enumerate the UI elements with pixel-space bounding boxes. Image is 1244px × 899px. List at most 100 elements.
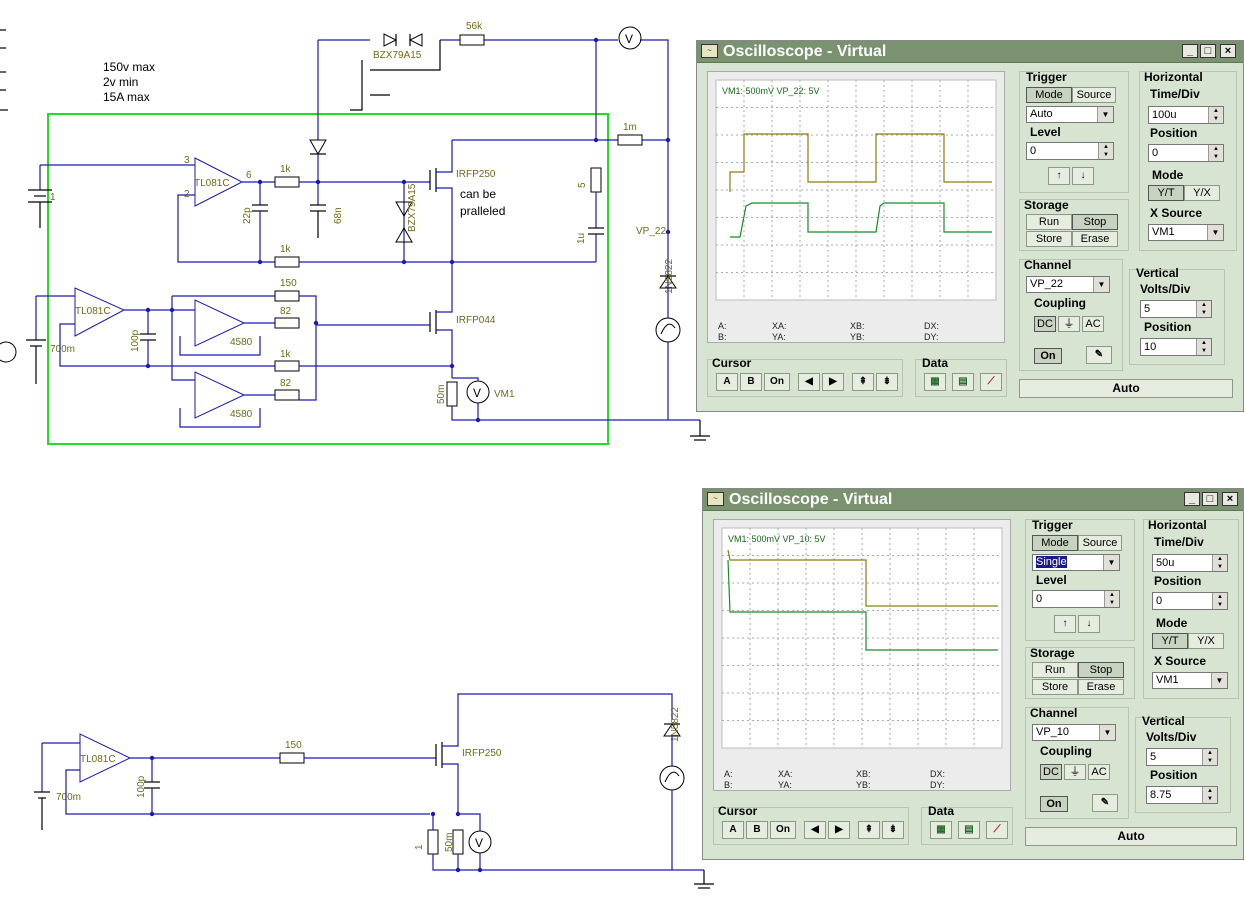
data-import-icon[interactable]: ▦	[930, 821, 952, 839]
trigger-mode-button[interactable]: Mode	[1026, 87, 1072, 103]
close-button[interactable]: ×	[1222, 492, 1238, 506]
horizontal-position-input[interactable]: 0▲▼	[1148, 144, 1224, 162]
channel-on-button[interactable]: On	[1034, 348, 1062, 364]
trigger-rising-edge-button[interactable]: ↑	[1048, 167, 1070, 185]
minimize-button[interactable]: _	[1182, 44, 1198, 58]
auto-button[interactable]: Auto	[1025, 827, 1237, 846]
horizontal-group: Horizontal Time/Div 100u▲▼ Position 0▲▼ …	[1139, 70, 1237, 251]
trigger-falling-edge-button[interactable]: ↓	[1078, 615, 1100, 633]
cursor-b-button[interactable]: B	[746, 821, 768, 839]
cursor-a-button[interactable]: A	[716, 373, 738, 391]
svg-text:IRFP250: IRFP250	[462, 748, 502, 759]
data-export-icon[interactable]: ▤	[952, 373, 974, 391]
mode-yx-button[interactable]: Y/X	[1188, 633, 1224, 649]
storage-run-button[interactable]: Run	[1032, 662, 1078, 678]
close-button[interactable]: ×	[1220, 44, 1236, 58]
mode-yt-button[interactable]: Y/T	[1148, 185, 1184, 201]
x-source-select[interactable]: VM1▼	[1148, 224, 1224, 241]
trigger-mode-select[interactable]: Single▼	[1032, 554, 1120, 571]
trigger-level-input[interactable]: 0▲▼	[1032, 590, 1120, 608]
svg-text:68n: 68n	[333, 207, 344, 224]
cursor-on-button[interactable]: On	[770, 821, 796, 839]
coupling-dc-button[interactable]: DC	[1040, 764, 1062, 780]
time-div-input[interactable]: 50u▲▼	[1152, 554, 1228, 572]
channel-select[interactable]: VP_22▼	[1026, 276, 1110, 293]
channel-color-pen-icon[interactable]: ✎	[1092, 794, 1118, 812]
resistor-1k-b	[274, 256, 300, 268]
trigger-rising-edge-button[interactable]: ↑	[1054, 615, 1076, 633]
cursor-left-button[interactable]: ◀	[798, 373, 820, 391]
cursor-left-button[interactable]: ◀	[804, 821, 826, 839]
vertical-group: Vertical Volts/Div 5▲▼ Position 10▲▼	[1129, 266, 1225, 365]
vertical-position-input[interactable]: 8.75▲▼	[1146, 786, 1218, 804]
auto-button[interactable]: Auto	[1019, 379, 1233, 398]
storage-erase-button[interactable]: Erase	[1078, 679, 1124, 695]
coupling-gnd-button[interactable]: ⏚	[1058, 316, 1080, 332]
window-title: Oscilloscope - Virtual	[723, 43, 887, 60]
scope-screen[interactable]: VM1: 500mV VP_22: 5V A: B: XA: YA: XB: Y…	[707, 71, 1005, 343]
bottom-circuit[interactable]: TL081C 700m 100p 150 IRFP250 1 50m V 1N5…	[34, 693, 714, 889]
maximize-button[interactable]: □	[1202, 492, 1218, 506]
oscilloscope-window-2[interactable]: ~ Oscilloscope - Virtual _ □ × VM1: 500m…	[702, 488, 1244, 860]
mode-yt-button[interactable]: Y/T	[1152, 633, 1188, 649]
scope-screen[interactable]: VM1: 500mV VP_10: 5V A: B: XA: YA: XB: Y…	[713, 519, 1011, 791]
data-clear-icon[interactable]: ⟋	[980, 373, 1002, 391]
trigger-mode-select[interactable]: Auto▼	[1026, 106, 1114, 123]
cursor-on-button[interactable]: On	[764, 373, 790, 391]
svg-text:can be: can be	[460, 187, 496, 201]
coupling-dc-button[interactable]: DC	[1034, 316, 1056, 332]
maximize-button[interactable]: □	[1200, 44, 1216, 58]
channel-on-button[interactable]: On	[1040, 796, 1068, 812]
svg-text:100p: 100p	[130, 329, 141, 352]
storage-run-button[interactable]: Run	[1026, 214, 1072, 230]
storage-store-button[interactable]: Store	[1026, 231, 1072, 247]
coupling-ac-button[interactable]: AC	[1082, 316, 1104, 332]
cursor-right-button[interactable]: ▶	[822, 373, 844, 391]
x-source-select[interactable]: VM1▼	[1152, 672, 1228, 689]
cursor-b-button[interactable]: B	[740, 373, 762, 391]
cursor-right-button[interactable]: ▶	[828, 821, 850, 839]
trigger-mode-button[interactable]: Mode	[1032, 535, 1078, 551]
vertical-position-input[interactable]: 10▲▼	[1140, 338, 1212, 356]
storage-stop-button[interactable]: Stop	[1072, 214, 1118, 230]
resistor-150-bottom	[279, 752, 305, 764]
cursor-down-button[interactable]: ⇟	[882, 821, 904, 839]
trigger-falling-edge-button[interactable]: ↓	[1072, 167, 1094, 185]
screen-caption: VM1: 500mV VP_10: 5V	[728, 534, 826, 544]
selection-box	[47, 113, 609, 445]
cursor-down-button[interactable]: ⇟	[876, 373, 898, 391]
titlebar[interactable]: ~ Oscilloscope - Virtual _ □ ×	[697, 41, 1243, 63]
data-import-icon[interactable]: ▦	[924, 373, 946, 391]
buffer-1	[194, 299, 246, 347]
trigger-level-input[interactable]: 0▲▼	[1026, 142, 1114, 160]
volts-div-input[interactable]: 5▲▼	[1146, 748, 1218, 766]
svg-text:1: 1	[50, 192, 56, 203]
oscilloscope-window-1[interactable]: ~ Oscilloscope - Virtual _ □ × VM1: 500m…	[696, 40, 1244, 412]
resistor-50m	[446, 381, 458, 407]
mode-yx-button[interactable]: Y/X	[1184, 185, 1220, 201]
svg-text:1N5822: 1N5822	[664, 259, 675, 294]
storage-stop-button[interactable]: Stop	[1078, 662, 1124, 678]
minimize-button[interactable]: _	[1184, 492, 1200, 506]
channel-select[interactable]: VP_10▼	[1032, 724, 1116, 741]
cursor-up-button[interactable]: ⇞	[852, 373, 874, 391]
coupling-gnd-button[interactable]: ⏚	[1064, 764, 1086, 780]
data-export-icon[interactable]: ▤	[958, 821, 980, 839]
horizontal-position-input[interactable]: 0▲▼	[1152, 592, 1228, 610]
trigger-source-button[interactable]: Source	[1072, 87, 1116, 103]
titlebar[interactable]: ~ Oscilloscope - Virtual _ □ ×	[703, 489, 1243, 511]
data-clear-icon[interactable]: ⟋	[986, 821, 1008, 839]
coupling-ac-button[interactable]: AC	[1088, 764, 1110, 780]
time-div-input[interactable]: 100u▲▼	[1148, 106, 1224, 124]
storage-store-button[interactable]: Store	[1032, 679, 1078, 695]
volts-div-input[interactable]: 5▲▼	[1140, 300, 1212, 318]
trigger-source-button[interactable]: Source	[1078, 535, 1122, 551]
opamp1-label: TL081C	[194, 178, 230, 189]
storage-erase-button[interactable]: Erase	[1072, 231, 1118, 247]
cursor-a-button[interactable]: A	[722, 821, 744, 839]
r5-label: 5	[577, 182, 588, 188]
channel-color-pen-icon[interactable]: ✎	[1086, 346, 1112, 364]
top-circuit[interactable]: BZX79A15 56k V 1m 5 1u TL081C 3 2 6 1	[0, 21, 710, 441]
cursor-up-button[interactable]: ⇞	[858, 821, 880, 839]
